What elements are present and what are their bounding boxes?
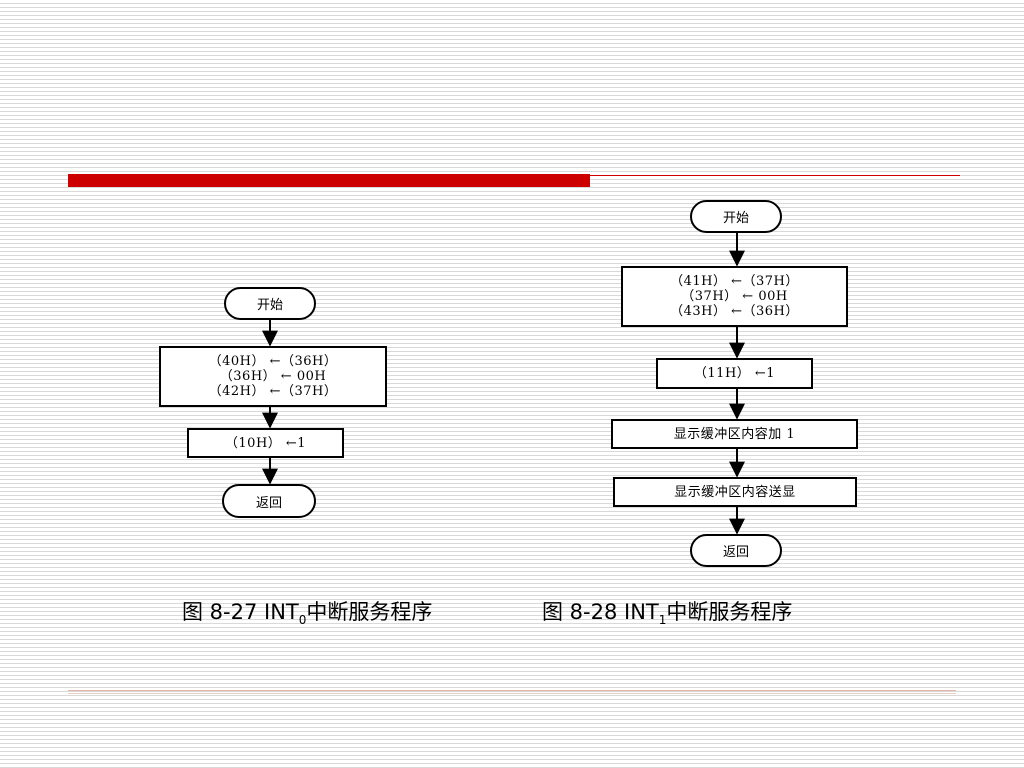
right-process-box-1: （41H） ←（37H） （37H） ← 00H （43H） ←（36H） bbox=[621, 266, 848, 327]
right-process-box-2: （11H） ←1 bbox=[656, 358, 813, 389]
right-box2-label: （11H） ←1 bbox=[693, 366, 776, 381]
title-accent-line bbox=[590, 175, 960, 176]
left-process-box-1: （40H） ←（36H） （36H） ← 00H （42H） ←（37H） bbox=[159, 346, 387, 407]
left-caption-subscript: 0 bbox=[298, 613, 307, 627]
title-accent-bar bbox=[68, 174, 590, 187]
left-box1-line-2: （36H） ← 00H bbox=[219, 369, 327, 384]
right-start-node: 开始 bbox=[690, 200, 782, 233]
right-box1-line-3: （43H） ←（36H） bbox=[670, 304, 799, 319]
right-caption-prefix: 图 8-28 INT bbox=[542, 600, 659, 624]
left-caption-prefix: 图 8-27 INT bbox=[182, 600, 299, 624]
right-process-box-4: 显示缓冲区内容送显 bbox=[613, 477, 857, 507]
left-box2-label: （10H） ←1 bbox=[224, 435, 307, 451]
right-box3-label: 显示缓冲区内容加 1 bbox=[673, 426, 796, 442]
right-caption-suffix: 中断服务程序 bbox=[666, 600, 793, 624]
right-end-node: 返回 bbox=[690, 534, 782, 567]
left-start-node: 开始 bbox=[224, 287, 316, 320]
right-process-box-3: 显示缓冲区内容加 1 bbox=[611, 419, 858, 449]
right-end-label: 返回 bbox=[722, 545, 749, 560]
footer-rule bbox=[68, 690, 956, 691]
right-box1-line-1: （41H） ←（37H） bbox=[670, 274, 799, 289]
right-start-label: 开始 bbox=[722, 211, 749, 226]
left-process-box-2: （10H） ←1 bbox=[187, 428, 344, 458]
right-box4-label: 显示缓冲区内容送显 bbox=[674, 484, 796, 500]
left-figure-caption: 图 8-27 INT0中断服务程序 bbox=[182, 596, 432, 627]
right-box1-line-2: （37H） ← 00H bbox=[681, 289, 788, 304]
left-box1-line-1: （40H） ←（36H） bbox=[208, 354, 338, 369]
left-box1-line-3: （42H） ←（37H） bbox=[208, 384, 338, 399]
right-caption-subscript: 1 bbox=[658, 613, 667, 627]
left-caption-suffix: 中断服务程序 bbox=[306, 600, 433, 624]
left-end-node: 返回 bbox=[222, 484, 316, 518]
left-end-label: 返回 bbox=[255, 495, 282, 511]
footer-rule-secondary bbox=[68, 693, 956, 694]
right-figure-caption: 图 8-28 INT1中断服务程序 bbox=[542, 596, 792, 627]
left-start-label: 开始 bbox=[256, 298, 283, 313]
